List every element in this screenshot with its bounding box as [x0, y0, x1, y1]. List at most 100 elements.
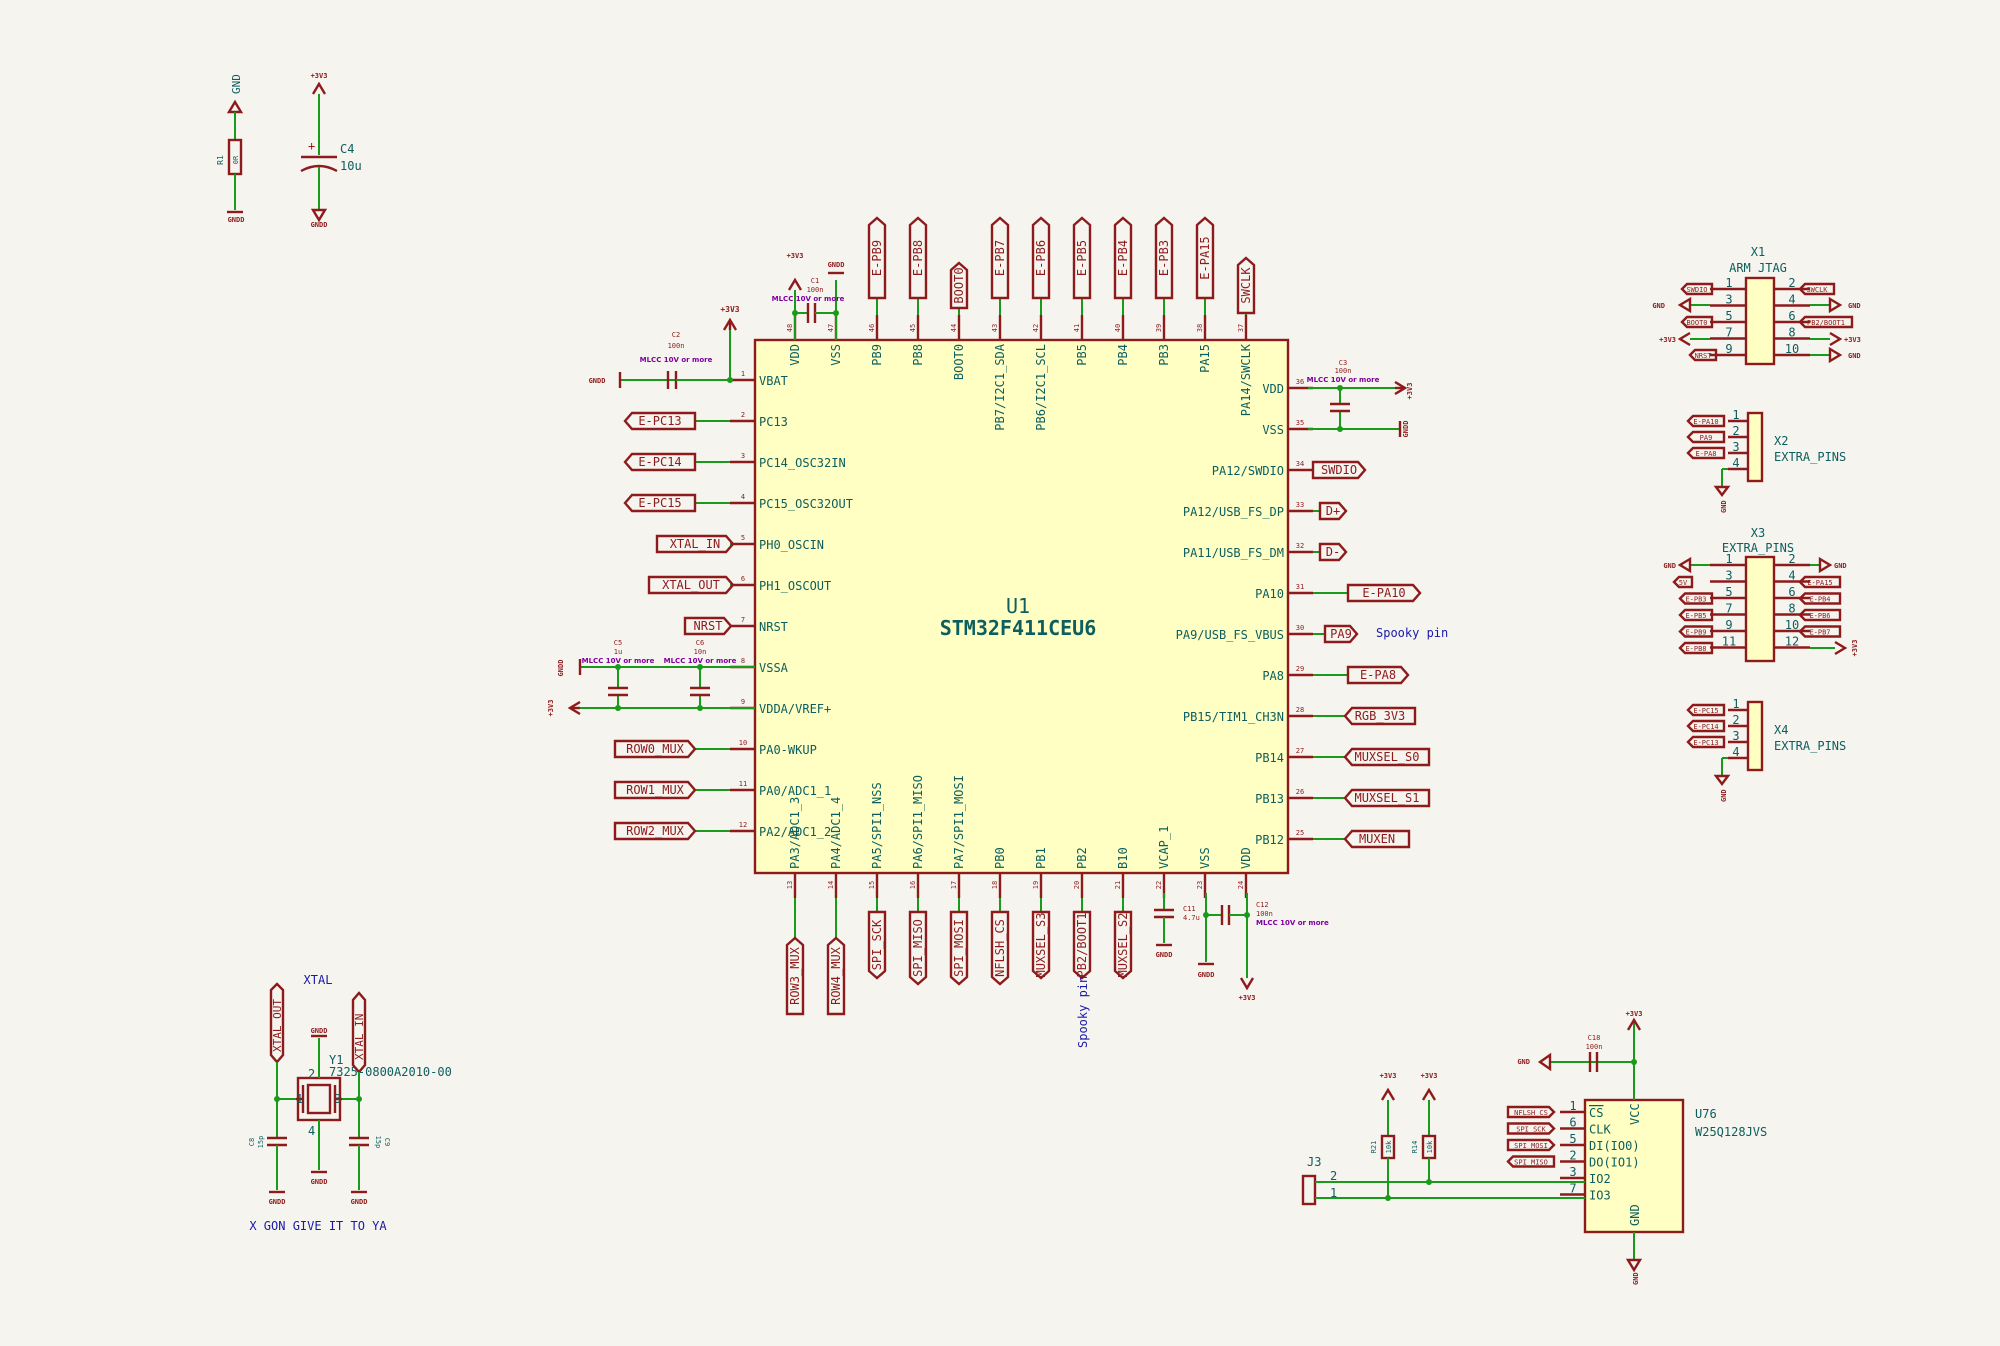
conn-label-text-e-pc15: E-PC15 [1693, 707, 1718, 715]
u1-ref: U1 [1006, 594, 1030, 618]
net-label-d [1318, 501, 1348, 521]
u1-pin-name-45: PB8 [911, 344, 925, 366]
u1-pin-name-21: B10 [1116, 847, 1130, 869]
conn-label-text-spi-miso: SPI_MISO [1514, 1159, 1548, 1167]
u1-pin-num-36: 36 [1296, 378, 1304, 386]
top-nets: +3V3 GNDD C1 100n MLCC 10V or more E-PB9… [772, 216, 1256, 340]
vssa-gnd-label: GNDD [557, 660, 565, 677]
conn-x4-body[interactable] [1746, 700, 1764, 772]
u76-pin-num-3: 3 [1569, 1165, 1576, 1179]
conn-x2-body[interactable] [1746, 411, 1764, 483]
y1-body[interactable] [306, 1083, 332, 1115]
svg-text:1: 1 [1732, 697, 1739, 711]
c3-note: MLCC 10V or more [1307, 376, 1380, 384]
conn-label-text-swclk: SWCLK [1806, 286, 1828, 294]
svg-text:1: 1 [1725, 552, 1732, 566]
svg-text:8: 8 [1788, 602, 1795, 616]
x3-ref: X3 [1751, 526, 1765, 540]
net-label-row0-mux [613, 739, 697, 759]
conn-x4-gnd: GND [1720, 789, 1728, 802]
net-label-xtal-in [655, 534, 735, 554]
net-label-text-e-pc14: E-PC14 [638, 455, 681, 469]
conn-x2-gnd: GND [1720, 500, 1728, 513]
svg-text:1: 1 [1732, 408, 1739, 422]
conn-label-text-e-pb8: E-PB8 [1685, 645, 1706, 653]
svg-text:3: 3 [1732, 440, 1739, 454]
x1-body[interactable] [1744, 276, 1776, 366]
c3-gnd-label: GNDD [1402, 421, 1410, 438]
net-label-text-d: D- [1326, 545, 1340, 559]
conn-label-text-e-pc14: E-PC14 [1693, 723, 1718, 731]
r21-vcc-label: +3V3 [1380, 1072, 1397, 1080]
net-label-e-pb5 [1072, 216, 1092, 300]
svg-text:2: 2 [308, 1067, 315, 1081]
x1-gnd-right2: GND [1848, 352, 1861, 360]
c2-note: MLCC 10V or more [640, 356, 713, 364]
net-label-e-pc15 [623, 493, 697, 513]
c2-ref: C2 [672, 331, 680, 339]
net-label-row4-mux [826, 936, 846, 1016]
u1-pin-name-4: PC15_OSC32OUT [759, 497, 853, 511]
c3-ref: C3 [1339, 359, 1347, 367]
u1-pin-num-48: 48 [786, 324, 794, 332]
u1-pin-num-23: 23 [1196, 881, 1204, 889]
x3-body[interactable] [1744, 555, 1776, 663]
u1-pin-num-31: 31 [1296, 583, 1304, 591]
conn-x2-value: EXTRA_PINS [1774, 450, 1846, 464]
c8-gnd-label: GNDD [269, 1198, 286, 1206]
conn-label-e-pa8 [1686, 446, 1726, 460]
svg-text:10: 10 [1785, 342, 1799, 356]
u1-pin-name-48: VDD [788, 344, 802, 366]
j3-body[interactable] [1301, 1174, 1317, 1206]
u1-pin-num-34: 34 [1296, 460, 1304, 468]
u1-pin-name-15: PA5/SPI1_NSS [870, 782, 884, 869]
xtal-title: XTAL [304, 973, 333, 987]
svg-text:1: 1 [296, 1092, 303, 1106]
net-label-text-e-pb7: E-PB7 [993, 240, 1007, 276]
c2-vcc-label: +3V3 [720, 305, 739, 314]
r21-val: 10k [1385, 1140, 1393, 1153]
net-label-text-d: D+ [1326, 504, 1340, 518]
u1-pin-name-27: PB14 [1255, 751, 1284, 765]
net-label-text-muxsel-s2: MUXSEL_S2 [1116, 912, 1130, 977]
net-label-xtal-out [647, 575, 735, 595]
u1-pin-name-6: PH1_OSCOUT [759, 579, 831, 593]
u1-pin-num-32: 32 [1296, 542, 1304, 550]
net-label-spi-sck [867, 910, 887, 980]
svg-text:12: 12 [1785, 635, 1799, 649]
c4-group: +3V3 + GNDD C4 10u [300, 72, 362, 229]
conn-label-text-e-pa15: E-PA15 [1807, 579, 1832, 587]
x1-vcc-right: +3V3 [1844, 336, 1861, 344]
u1-pin-num-8: 8 [741, 657, 745, 665]
c8-val: 15p [257, 1136, 265, 1149]
c1-gnd-label: GNDD [828, 261, 845, 269]
net-label-boot0 [949, 261, 969, 310]
u1-pin-name-7: NRST [759, 620, 788, 634]
c6-val: 10n [694, 648, 707, 656]
u1-pin-name-3: PC14_OSC32IN [759, 456, 846, 470]
net-label-text-e-pa15: E-PA15 [1198, 236, 1212, 279]
c3-vcc-label: +3V3 [1406, 383, 1414, 400]
u76-gnd: GND [1628, 1204, 1642, 1226]
u76-pin-num-5: 5 [1569, 1132, 1576, 1146]
conn-label-e-pa15 [1798, 575, 1842, 589]
x1-gnd-left: GND [1652, 302, 1665, 310]
net-label-spi-miso [908, 910, 928, 986]
net-label-text-row2-mux: ROW2_MUX [626, 824, 685, 838]
x1-vcc-left: +3V3 [1659, 336, 1676, 344]
u1-pin-name-5: PH0_OSCIN [759, 538, 824, 552]
net-label-muxsel-s2 [1113, 910, 1133, 980]
conn-label-e-pb3 [1678, 592, 1714, 605]
u1-pin-name-42: PB6/I2C1_SCL [1034, 344, 1048, 431]
x1-value: ARM JTAG [1729, 261, 1787, 275]
u1-pin-name-31: PA10 [1255, 587, 1284, 601]
x3-gnd-left: GND [1663, 562, 1676, 570]
x1-gnd-right: GND [1848, 302, 1861, 310]
u1-body[interactable] [753, 338, 1290, 875]
